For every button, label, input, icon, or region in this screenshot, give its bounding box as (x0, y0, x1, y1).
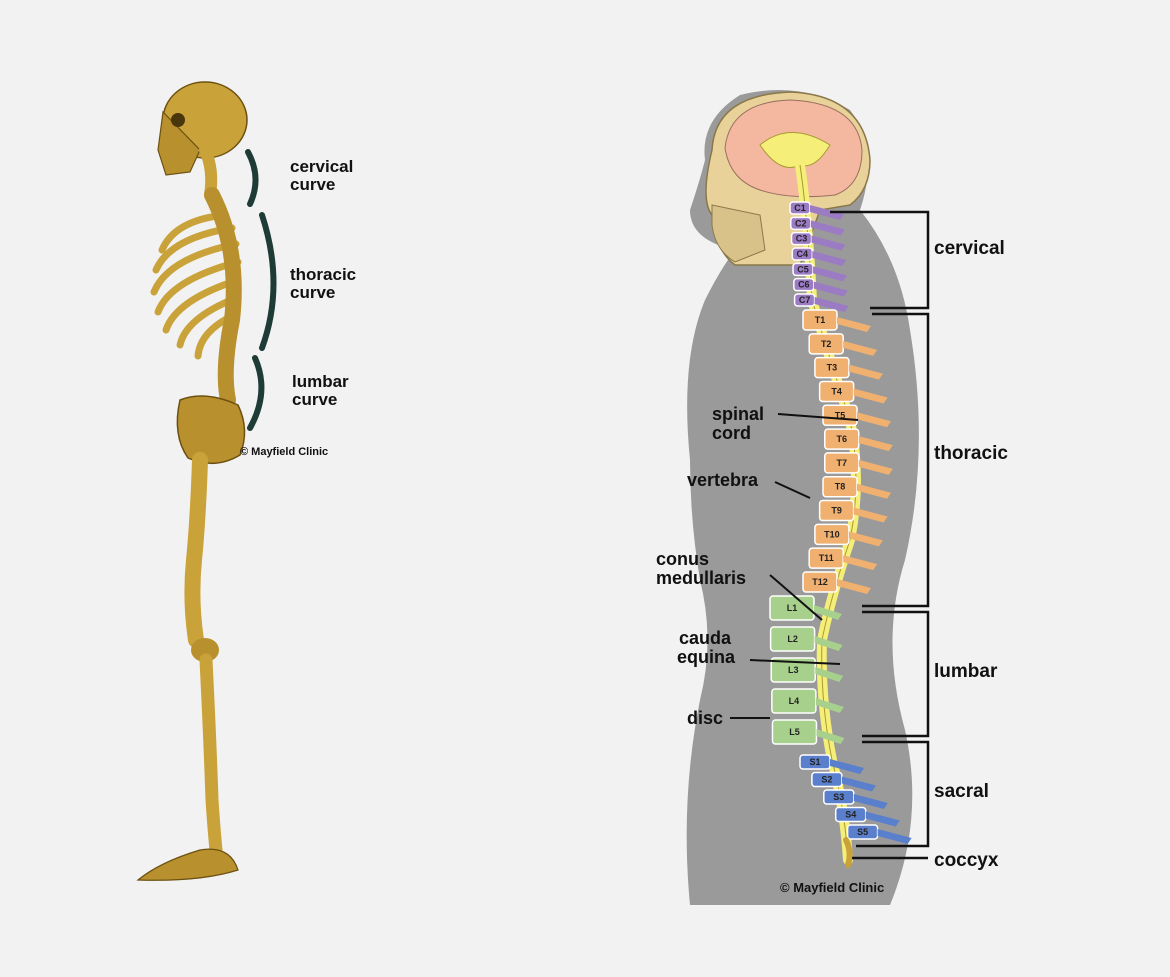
callout-disc: disc (687, 708, 723, 728)
vertebra-label-s1: S1 (809, 757, 820, 767)
spinous-process-t3 (848, 364, 883, 380)
vertebra-label-t2: T2 (821, 339, 832, 349)
vertebra-label-t9: T9 (831, 506, 842, 516)
vertebra-label-s3: S3 (833, 792, 844, 802)
body-silhouette (686, 90, 919, 905)
spinous-process-t12 (837, 579, 871, 594)
vertebra-label-c4: C4 (797, 249, 809, 259)
vertebra-label-c6: C6 (798, 280, 810, 290)
region-label-thoracic: thoracic (934, 443, 1008, 464)
spinous-process-l2 (814, 636, 843, 651)
vertebra-label-s4: S4 (845, 810, 856, 820)
region-brackets (830, 210, 930, 860)
callout-leaders (730, 413, 859, 719)
spinous-process-c1 (810, 205, 844, 220)
callout-spinal-cord-2: cord (712, 423, 751, 443)
vertebra-label-c3: C3 (796, 234, 808, 244)
spinous-process-c7 (814, 297, 849, 312)
cervical-bracket (830, 210, 930, 310)
spinous-process-c5 (813, 266, 848, 282)
lumbar-bracket (862, 610, 930, 738)
cervical-curve-label-2: curve (290, 175, 335, 194)
spinous-process-l4 (815, 698, 844, 713)
region-label-cervical: cervical (934, 238, 1005, 259)
vertebra-label-t3: T3 (827, 363, 838, 373)
skeleton-illustration (136, 81, 248, 881)
vertebra-label-c1: C1 (794, 203, 806, 213)
spinous-process-c3 (811, 235, 846, 251)
vertebra-label-t7: T7 (837, 458, 848, 468)
callout-spinal-cord-1: spinal (712, 404, 764, 424)
vertebra-label-l1: L1 (787, 603, 798, 613)
thoracic-curve-marker (259, 212, 277, 351)
vertebra-label-t4: T4 (831, 386, 842, 396)
vertebra-label-c7: C7 (799, 295, 811, 305)
spinous-process-t9 (853, 507, 888, 523)
lumbar-curve-label-1: lumbar (292, 372, 349, 391)
spinous-process-s2 (841, 776, 876, 792)
spinous-process-c2 (810, 220, 845, 236)
spinous-process-l3 (815, 667, 844, 682)
region-label-coccyx: coccyx (934, 850, 999, 871)
vertebra-label-l2: L2 (787, 634, 798, 644)
vertebra-label-l4: L4 (789, 696, 800, 706)
coccyx-bone (843, 837, 853, 868)
spinous-process-t1 (837, 317, 871, 332)
region-label-sacral: sacral (934, 781, 989, 802)
spinous-process-c4 (812, 251, 847, 266)
spinous-process-t10 (848, 531, 883, 547)
vertebra-label-t1: T1 (815, 315, 826, 325)
skull-and-brain (705, 91, 871, 266)
cervical-curve-label-1: cervical (290, 157, 353, 176)
callout-conus-2: medullaris (656, 568, 746, 588)
cervical-curve-marker (245, 149, 259, 207)
vertebra-label-t11: T11 (819, 553, 834, 563)
vertebra-label-l5: L5 (789, 727, 800, 737)
spinous-process-t2 (843, 340, 878, 356)
lumbar-curve-label-2: curve (292, 390, 337, 409)
callout-conus-1: conus (656, 549, 709, 569)
spinous-process-t4 (853, 388, 888, 404)
vertebra-label-t10: T10 (824, 529, 840, 539)
right-copyright: © Mayfield Clinic (780, 880, 884, 895)
callout-cauda-1: cauda (679, 628, 732, 648)
vertebra-label-t12: T12 (812, 577, 828, 587)
spinous-process-s1 (830, 759, 864, 774)
spinous-process-t8 (857, 483, 892, 499)
vertebra-label-s5: S5 (857, 827, 868, 837)
spinous-process-c6 (813, 281, 848, 297)
vertebra-label-c5: C5 (797, 264, 809, 274)
spinous-process-t5 (857, 412, 892, 428)
spinous-process-t6 (858, 436, 893, 452)
sacral-bracket (856, 740, 930, 848)
thoracic-curve-label-2: curve (290, 283, 335, 302)
region-label-lumbar: lumbar (934, 661, 998, 682)
left-copyright: © Mayfield Clinic (240, 446, 328, 458)
spinous-process-s5 (877, 829, 912, 844)
spinous-process-s4 (865, 811, 900, 827)
vertebra-label-t6: T6 (837, 434, 848, 444)
spinous-process-s3 (853, 794, 888, 809)
callout-vertebra: vertebra (687, 470, 759, 490)
spinous-process-l5 (816, 729, 845, 744)
vertebra-label-t8: T8 (835, 482, 846, 492)
vertebra-label-c2: C2 (795, 218, 807, 228)
spinous-process-l1 (814, 605, 842, 620)
spinal-curve-markers (245, 149, 277, 431)
spinous-process-t7 (858, 459, 893, 475)
spinous-process-t11 (843, 555, 878, 571)
vertebra-label-s2: S2 (821, 775, 832, 785)
vertebra-label-l3: L3 (788, 665, 799, 675)
lumbar-curve-marker (247, 355, 265, 431)
thoracic-curve-label-1: thoracic (290, 265, 356, 284)
vertebra-label-t5: T5 (835, 410, 846, 420)
callout-cauda-2: equina (677, 647, 736, 667)
thoracic-bracket (862, 312, 930, 608)
